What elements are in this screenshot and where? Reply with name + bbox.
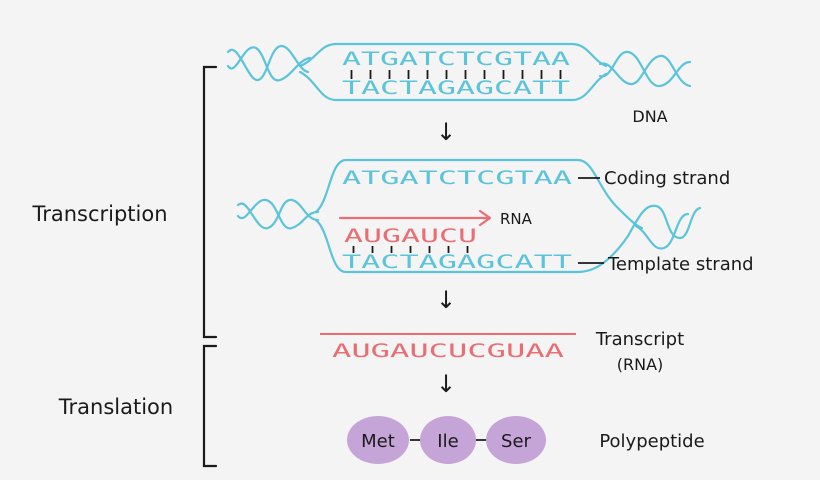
- transcription-bracket: [202, 65, 218, 339]
- down-arrow-2: ↓: [436, 286, 456, 314]
- amino-acid-ile: Ile: [437, 431, 458, 452]
- amino-acid-ser: Ser: [501, 431, 532, 452]
- rna-label: RNA: [500, 210, 533, 228]
- template-strand-text: TACTAGAGCATT: [342, 251, 572, 273]
- translation-label: Translation: [58, 395, 173, 419]
- coding-strand-label: Coding strand: [604, 168, 730, 189]
- dna-base-pair-rungs: [350, 70, 562, 79]
- amino-acid-ile-bubble: [420, 416, 476, 464]
- amino-acid-ser-bubble: [486, 416, 546, 464]
- amino-acid-met: Met: [361, 431, 395, 452]
- down-arrow-1: ↓: [436, 118, 456, 146]
- polypeptide-chain: Met Ile Ser: [347, 416, 546, 464]
- rna-partial-text: AUGAUCU: [344, 225, 477, 247]
- translation-bracket: [202, 344, 218, 468]
- transcription-bubble: [236, 158, 702, 274]
- dna-top-strand-text: ATGATCTCGTAA: [342, 48, 571, 70]
- template-strand-label: Template strand: [607, 254, 754, 275]
- amino-acid-met-bubble: [347, 416, 409, 464]
- dna-bottom-strand-text: TACTAGAGCATT: [342, 77, 570, 99]
- transcription-label: Transcription: [31, 202, 167, 226]
- transcript-label: Transcript: [595, 329, 684, 350]
- dna-helix-top: [226, 42, 692, 102]
- dna-top-sequence: ATGATCTCGTAA TACTAGAGCATT: [342, 48, 571, 99]
- rna-synthesis-arrow: [338, 209, 492, 227]
- transcript-sub-label: (RNA): [617, 355, 664, 374]
- dna-label: DNA: [632, 107, 667, 126]
- transcript-sequence-text: AUGAUCUCGUAA: [332, 340, 565, 362]
- coding-strand-text: ATGATCTCGTAA: [342, 167, 573, 189]
- polypeptide-label: Polypeptide: [599, 431, 704, 452]
- down-arrow-3: ↓: [436, 370, 456, 398]
- rna-base-pair-rungs: [352, 246, 469, 253]
